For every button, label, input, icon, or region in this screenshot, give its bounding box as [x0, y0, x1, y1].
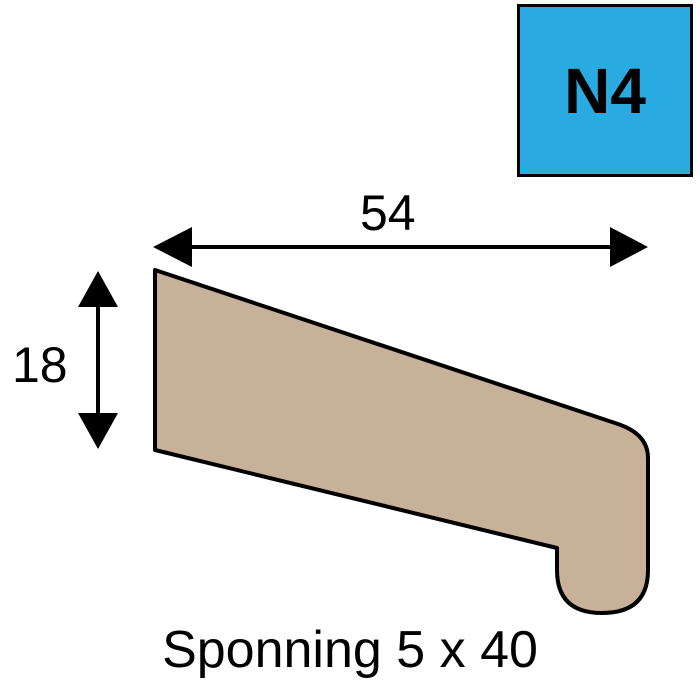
- profile-code-badge: N4: [517, 4, 693, 177]
- profile-cross-section: [153, 268, 650, 615]
- width-label: 54: [360, 185, 416, 241]
- height-dimension-arrow: [78, 271, 118, 449]
- profile-code: N4: [564, 54, 646, 127]
- height-label: 18: [12, 337, 68, 393]
- width-dimension-arrow: [153, 227, 648, 267]
- caption: Sponning 5 x 40: [162, 621, 538, 679]
